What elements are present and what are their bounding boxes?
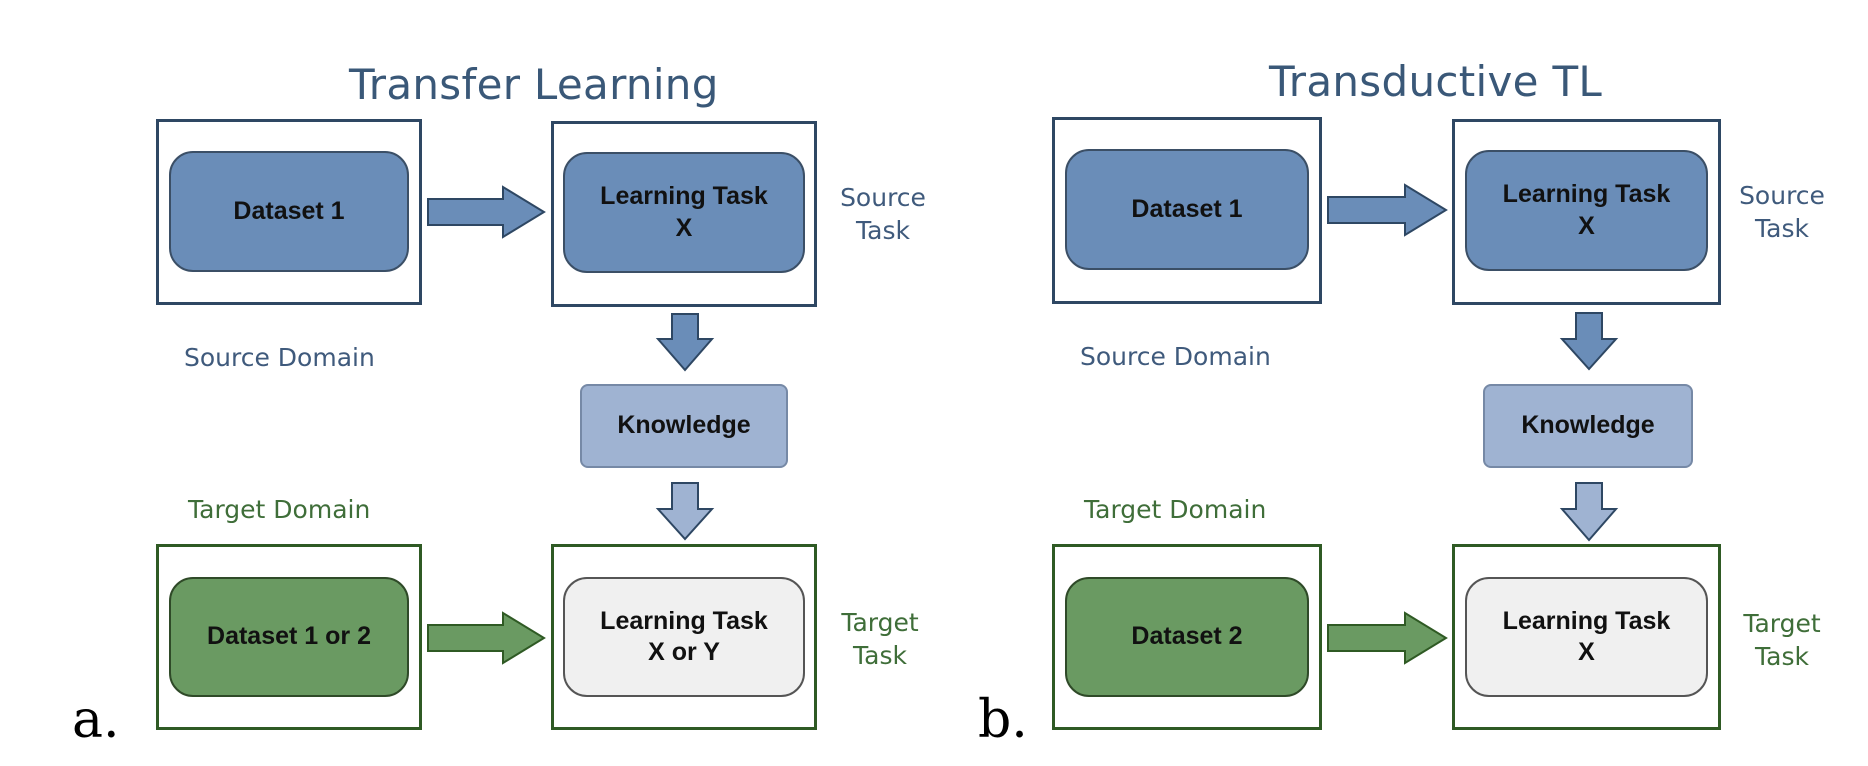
source-domain-label: Source Domain bbox=[184, 343, 375, 372]
source-dataset-node: Dataset 1 bbox=[1065, 149, 1309, 270]
target-task-node: Learning Task X bbox=[1465, 577, 1708, 697]
source-dataset-node: Dataset 1 bbox=[169, 151, 409, 272]
knowledge-node: Knowledge bbox=[1483, 384, 1693, 468]
source-task-node: Learning Task X bbox=[563, 152, 805, 273]
source-domain-label: Source Domain bbox=[1080, 342, 1271, 371]
source-task-label: Source Task bbox=[1739, 181, 1825, 243]
target-domain-label: Target Domain bbox=[1084, 495, 1267, 524]
target-dataset-to-task-arrow bbox=[427, 611, 546, 665]
target-task-label: Target Task bbox=[841, 608, 919, 670]
task-to-knowledge-arrow bbox=[655, 313, 715, 372]
target-task-node: Learning Task X or Y bbox=[563, 577, 805, 697]
panel-a: Transfer Learning Dataset 1 Learning Tas… bbox=[72, 60, 926, 750]
panel-title: Transfer Learning bbox=[349, 60, 719, 109]
knowledge-to-target-arrow bbox=[655, 482, 715, 541]
dataset-to-task-arrow bbox=[1327, 183, 1448, 237]
source-task-node: Learning Task X bbox=[1465, 150, 1708, 271]
target-dataset-to-task-arrow bbox=[1327, 611, 1448, 665]
panel-letter: b. bbox=[978, 690, 1028, 750]
target-task-label: Target Task bbox=[1743, 609, 1821, 671]
target-dataset-node: Dataset 1 or 2 bbox=[169, 577, 409, 697]
panel-letter: a. bbox=[72, 690, 120, 750]
dataset-to-task-arrow bbox=[427, 185, 546, 239]
source-task-label: Source Task bbox=[840, 183, 926, 245]
panel-title: Transductive TL bbox=[1269, 57, 1603, 106]
arrows-layer bbox=[1327, 183, 1619, 665]
knowledge-to-target-arrow bbox=[1559, 482, 1619, 542]
knowledge-node: Knowledge bbox=[580, 384, 788, 468]
task-to-knowledge-arrow bbox=[1559, 312, 1619, 371]
panel-b: Transductive TL Dataset 1 Learning Task … bbox=[900, 0, 1834, 766]
target-domain-label: Target Domain bbox=[188, 495, 371, 524]
arrows-layer bbox=[427, 185, 715, 665]
target-dataset-node: Dataset 2 bbox=[1065, 577, 1309, 697]
